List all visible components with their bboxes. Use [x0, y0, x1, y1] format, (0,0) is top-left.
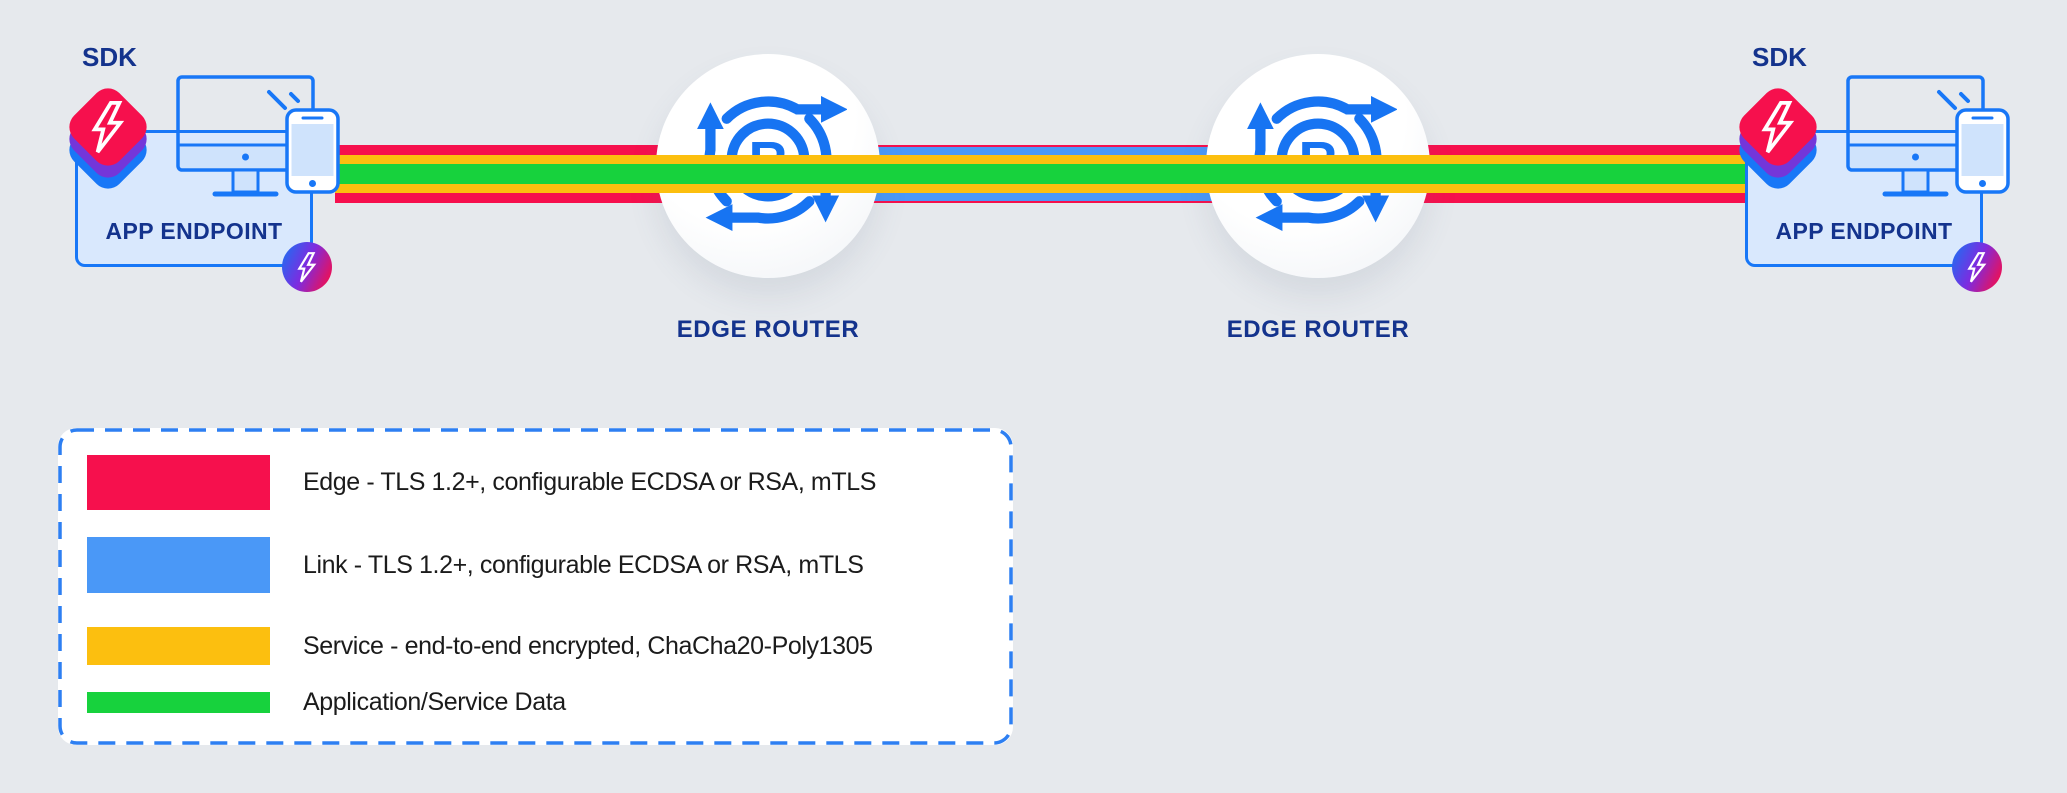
legend-row-data: Application/Service Data [87, 688, 987, 716]
app-endpoint-right: SDK APP ENDPOINT [1725, 30, 2035, 310]
data-band [335, 164, 1747, 184]
lightning-bolt-icon [1762, 101, 1793, 154]
legend-rows: Edge - TLS 1.2+, configurable ECDSA or R… [87, 455, 987, 716]
edge-router-label-left: EDGE ROUTER [676, 316, 860, 343]
sdk-label: SDK [82, 42, 137, 72]
edge-router-label-right: EDGE ROUTER [1226, 316, 1410, 343]
link-color-swatch [87, 537, 270, 593]
legend-row-service: Service - end-to-end encrypted, ChaCha20… [87, 627, 987, 665]
legend-dashed-border [58, 428, 1013, 745]
legend-label: Service - end-to-end encrypted, ChaCha20… [303, 631, 873, 660]
app-endpoint-label: APP ENDPOINT [1775, 218, 1953, 244]
legend-panel: Edge - TLS 1.2+, configurable ECDSA or R… [58, 428, 1013, 745]
lightning-bolt-icon [1968, 251, 1986, 283]
data-color-swatch [87, 692, 270, 713]
sdk-label: SDK [1752, 42, 1807, 72]
edge-color-swatch [87, 455, 270, 510]
legend-label: Application/Service Data [303, 688, 566, 716]
lightning-bolt-icon [298, 251, 316, 283]
app-endpoint-label: APP ENDPOINT [105, 218, 283, 244]
legend-row-link: Link - TLS 1.2+, configurable ECDSA or R… [87, 537, 987, 593]
ziti-badge-icon [1952, 242, 2002, 292]
desktop-and-phone-icon [1843, 72, 2013, 200]
legend-label: Link - TLS 1.2+, configurable ECDSA or R… [303, 550, 864, 579]
service-color-swatch [87, 627, 270, 665]
legend-row-edge: Edge - TLS 1.2+, configurable ECDSA or R… [87, 455, 987, 510]
lightning-bolt-icon [92, 101, 123, 154]
desktop-and-phone-icon [173, 72, 343, 200]
legend-label: Edge - TLS 1.2+, configurable ECDSA or R… [303, 468, 876, 496]
ziti-badge-icon [282, 242, 332, 292]
app-endpoint-left: SDK APP ENDPOINT [55, 30, 365, 310]
